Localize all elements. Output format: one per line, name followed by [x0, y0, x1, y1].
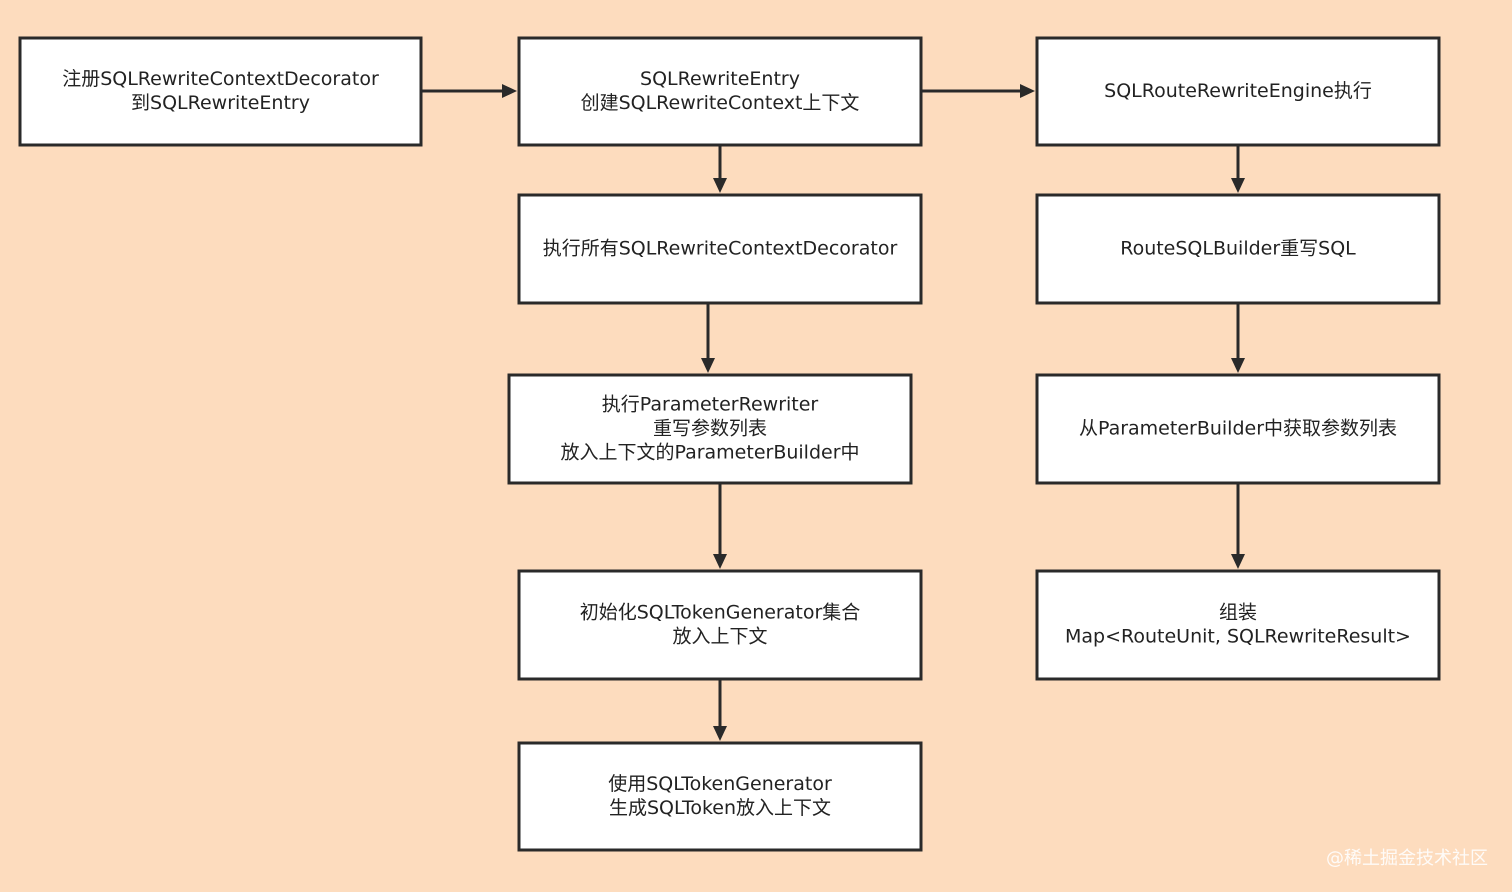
arrowhead-icon	[1231, 358, 1245, 373]
flow-node-box	[1035, 373, 1441, 485]
flow-node-label: 到SQLRewriteEntry	[131, 92, 310, 114]
flow-node-label: 使用SQLTokenGenerator	[608, 773, 832, 795]
flow-node-box	[18, 36, 423, 147]
arrowhead-icon	[701, 358, 715, 373]
arrowhead-icon	[1231, 178, 1245, 193]
flow-node-label: 执行所有SQLRewriteContextDecorator	[543, 238, 898, 260]
flowchart-nodes: 注册SQLRewriteContextDecorator到SQLRewriteE…	[18, 36, 1441, 852]
flow-node-label: 放入上下文的ParameterBuilder中	[560, 442, 859, 464]
flow-node-box	[507, 373, 913, 485]
arrow-n6-to-n8	[713, 483, 727, 569]
flow-node-box	[517, 741, 923, 852]
flow-node-label: 注册SQLRewriteContextDecorator	[62, 68, 379, 90]
flow-node-label: 重写参数列表	[653, 418, 767, 440]
flow-node-box	[1035, 569, 1441, 681]
flow-node-n1: 注册SQLRewriteContextDecorator到SQLRewriteE…	[18, 36, 423, 147]
flow-node-box	[517, 36, 923, 147]
flow-node-box	[1035, 36, 1441, 147]
flow-node-n4: 执行所有SQLRewriteContextDecorator	[517, 193, 923, 305]
arrowhead-icon	[713, 178, 727, 193]
flow-node-box	[517, 569, 923, 681]
flow-node-box	[1035, 193, 1441, 305]
flow-node-n6: 执行ParameterRewriter重写参数列表放入上下文的Parameter…	[507, 373, 913, 485]
flow-node-n7: 从ParameterBuilder中获取参数列表	[1035, 373, 1441, 485]
arrowhead-icon	[1231, 554, 1245, 569]
flow-node-label: SQLRewriteEntry	[640, 68, 800, 90]
flow-node-label: SQLRouteRewriteEngine执行	[1104, 80, 1372, 102]
flow-node-label: 从ParameterBuilder中获取参数列表	[1079, 418, 1397, 440]
arrow-n3-to-n5	[1231, 145, 1245, 193]
flow-node-label: 组装	[1219, 602, 1257, 624]
arrow-n2-to-n3	[921, 84, 1035, 98]
arrowhead-icon	[713, 554, 727, 569]
flow-node-label: 创建SQLRewriteContext上下文	[581, 92, 860, 114]
flow-node-label: RouteSQLBuilder重写SQL	[1120, 238, 1356, 260]
flow-node-label: 放入上下文	[672, 626, 767, 648]
flow-node-label: Map<RouteUnit, SQLRewriteResult>	[1065, 626, 1411, 648]
flow-node-n3: SQLRouteRewriteEngine执行	[1035, 36, 1441, 147]
arrow-n7-to-n9	[1231, 483, 1245, 569]
flow-node-n5: RouteSQLBuilder重写SQL	[1035, 193, 1441, 305]
flow-node-label: 生成SQLToken放入上下文	[609, 797, 831, 819]
arrowhead-icon	[1020, 84, 1035, 98]
arrow-n2-to-n4	[713, 145, 727, 193]
watermark-text: @稀土掘金技术社区	[1326, 848, 1488, 869]
arrow-n1-to-n2	[421, 84, 517, 98]
flow-node-box	[517, 193, 923, 305]
flow-node-label: 执行ParameterRewriter	[602, 394, 819, 416]
arrow-n5-to-n7	[1231, 303, 1245, 373]
flowchart-edges	[421, 84, 1245, 741]
arrowhead-icon	[502, 84, 517, 98]
flow-node-label: 初始化SQLTokenGenerator集合	[580, 602, 861, 624]
arrow-n4-to-n6	[701, 303, 715, 373]
arrowhead-icon	[713, 726, 727, 741]
arrow-n8-to-n10	[713, 679, 727, 741]
